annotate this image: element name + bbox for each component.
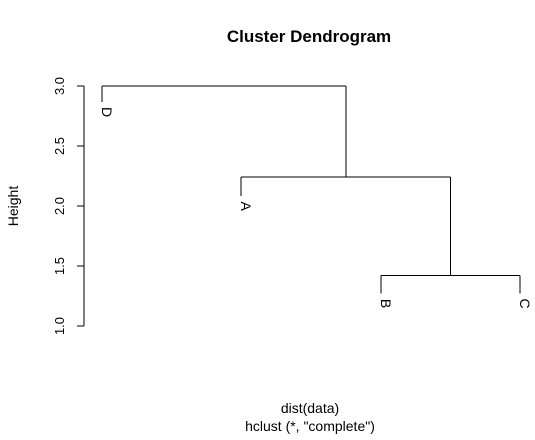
dendrogram-lines: [101, 85, 521, 294]
leaf-labels: D A B C: [99, 107, 533, 309]
leaf-label-b: B: [378, 299, 394, 308]
y-tick-label: 2.0: [52, 197, 67, 215]
leaf-label-c: C: [517, 299, 533, 309]
y-ticks: 1.0 1.5 2.0 2.5 3.0: [52, 77, 84, 335]
y-tick-label: 1.0: [52, 317, 67, 335]
y-tick-label: 2.5: [52, 137, 67, 155]
x-axis-label: dist(data): [281, 400, 339, 416]
y-tick-label: 3.0: [52, 77, 67, 95]
leaf-label-a: A: [238, 202, 254, 212]
y-axis-label: Height: [5, 186, 21, 227]
leaf-label-d: D: [99, 107, 115, 117]
y-tick-label: 1.5: [52, 257, 67, 275]
subtitle: hclust (*, "complete"): [245, 418, 375, 434]
y-axis: 1.0 1.5 2.0 2.5 3.0: [52, 77, 85, 335]
chart-title: Cluster Dendrogram: [227, 27, 391, 46]
